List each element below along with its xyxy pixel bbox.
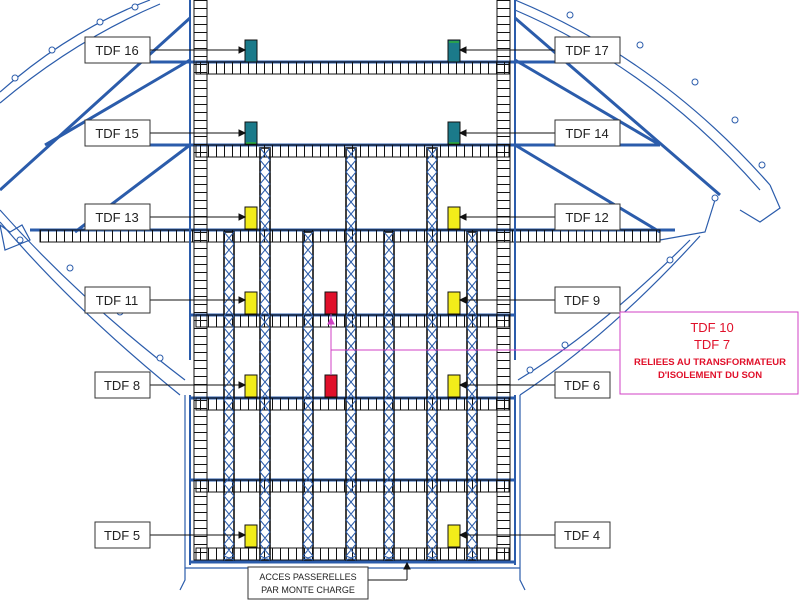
note-tdf7: TDF 7 xyxy=(694,337,730,352)
truss-column xyxy=(223,231,235,561)
tdf8-box xyxy=(244,374,258,398)
theatre-outline xyxy=(0,0,781,396)
tdf7-box xyxy=(324,374,338,398)
label-tdf11: TDF 11 xyxy=(96,293,138,308)
label-tdf15: TDF 15 xyxy=(95,126,138,141)
truss-columns xyxy=(223,147,478,561)
label-tdf6: TDF 6 xyxy=(564,378,600,393)
tdf17-box xyxy=(447,39,461,63)
box-accents xyxy=(246,41,459,144)
truss-column xyxy=(466,231,478,561)
tdf14-box xyxy=(447,121,461,145)
truss-column xyxy=(383,231,395,561)
label-tdf13: TDF 13 xyxy=(95,210,138,225)
label-tdf5: TDF 5 xyxy=(104,528,140,543)
tdf-label-boxes xyxy=(84,36,621,549)
label-tdf16: TDF 16 xyxy=(95,43,138,58)
note-tdf10: TDF 10 xyxy=(690,320,733,335)
truss-column xyxy=(302,231,314,561)
tdf11-box xyxy=(244,291,258,315)
truss-column xyxy=(426,147,438,561)
tdf6-box xyxy=(447,374,461,398)
tdf16-box xyxy=(244,39,258,63)
note-line3: RELIEES AU TRANSFORMATEUR xyxy=(634,357,786,368)
tdf12-box xyxy=(447,206,461,230)
diagonal-braces xyxy=(0,16,721,234)
label-tdf14: TDF 14 xyxy=(565,126,608,141)
isolation-note-box xyxy=(619,311,799,395)
tdf10-box xyxy=(324,291,338,315)
tdf4-box xyxy=(447,524,461,548)
isolation-connections xyxy=(327,314,620,375)
label-tdf8: TDF 8 xyxy=(104,378,140,393)
label-tdf12: TDF 12 xyxy=(565,210,608,225)
leader-lines xyxy=(150,46,555,581)
truss-column xyxy=(259,147,271,561)
tdf13-box xyxy=(244,206,258,230)
label-tdf4: TDF 4 xyxy=(564,528,600,543)
tdf5-box xyxy=(244,524,258,548)
tower-ladders xyxy=(193,0,511,561)
access-line2: PAR MONTE CHARGE xyxy=(261,585,355,595)
tdf15-box xyxy=(244,121,258,145)
access-note-box xyxy=(247,566,369,600)
truss-column xyxy=(345,147,357,561)
tdf9-box xyxy=(447,291,461,315)
access-line1: ACCES PASSERELLES xyxy=(259,572,356,582)
label-tdf17: TDF 17 xyxy=(565,43,608,58)
note-line4: D'ISOLEMENT DU SON xyxy=(658,370,762,381)
label-tdf9: TDF 9 xyxy=(564,293,600,308)
